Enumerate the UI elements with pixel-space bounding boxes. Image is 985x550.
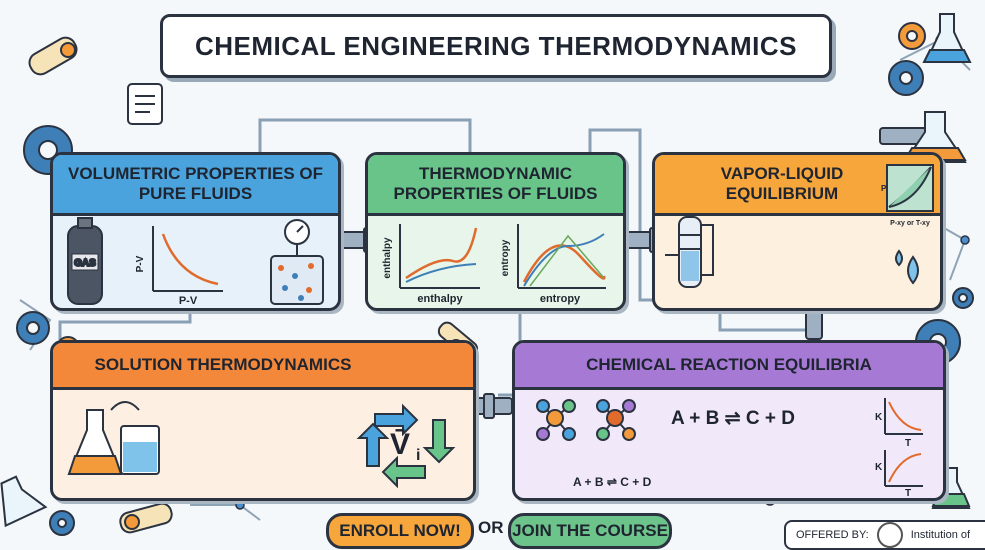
molecule-icon <box>536 399 636 441</box>
x-axis-label: entropy <box>540 293 581 305</box>
x-axis-label: T <box>905 438 911 449</box>
diploma-icon <box>119 502 173 534</box>
panel-title: CHEMICAL REACTION EQUILIBRIA <box>586 355 872 374</box>
entropy-chart <box>517 224 606 289</box>
y-axis-label: K <box>875 412 883 423</box>
pv-diagram <box>152 226 223 292</box>
x-axis-label: P-xy or T-xy <box>890 220 930 227</box>
x-axis-label: enthalpy <box>417 293 463 305</box>
panel-header: VOLUMETRIC PROPERTIES OF PURE FLUIDS <box>53 155 338 216</box>
diploma-icon <box>28 36 78 76</box>
partial-molar-volume-icon <box>356 403 456 489</box>
partial-molar-symbol: V̄ <box>390 428 410 461</box>
panel-header: SOLUTION THERMODYNAMICS <box>53 343 473 390</box>
reaction-equation-small: A + B ⇌ C + D <box>573 475 652 489</box>
x-axis-label: P-V <box>179 295 198 307</box>
join-course-button[interactable]: JOIN THE COURSE <box>508 513 672 549</box>
y-axis-label: enthalpy <box>382 237 393 279</box>
notes-icon <box>127 83 163 125</box>
institution-seal-icon <box>876 522 903 548</box>
x-axis-label: T <box>905 488 911 498</box>
panel-title: VOLUMETRIC PROPERTIES OF PURE FLUIDS <box>67 164 324 203</box>
title-banner: CHEMICAL ENGINEERING THERMODYNAMICS <box>160 14 832 78</box>
panel-illustration: A + B ⇌ C + D A + B ⇌ C + D K T K T <box>536 398 923 498</box>
page-title: CHEMICAL ENGINEERING THERMODYNAMICS <box>194 30 798 61</box>
distillation-column-icon <box>665 216 714 288</box>
pressure-vessel-icon <box>270 219 324 305</box>
panel-header: CHEMICAL REACTION EQUILIBRIA <box>515 343 943 390</box>
y-axis-label: P <box>881 184 887 193</box>
droplet-icon <box>895 249 919 285</box>
panel-title: THERMODYNAMIC PROPERTIES OF FLUIDS <box>393 164 598 203</box>
panel-illustration: P P-xy or T-xy <box>665 164 934 288</box>
panel-header: THERMODYNAMIC PROPERTIES OF FLUIDS <box>368 155 623 216</box>
beaker-icon <box>110 401 160 475</box>
y-axis-label: entropy <box>500 239 511 276</box>
panel-illustration: V̄ i <box>67 401 456 489</box>
flask-icon <box>67 409 123 475</box>
tank-label: GAS <box>74 258 96 269</box>
panel-vapor-liquid-equilibrium: VAPOR-LIQUID EQUILIBRIUM P P-xy or T-xy <box>652 152 943 311</box>
or-separator: OR <box>478 518 504 537</box>
panel-title: SOLUTION THERMODYNAMICS <box>94 355 352 374</box>
enthalpy-chart <box>399 224 480 289</box>
gas-cylinder-icon: GAS <box>67 217 103 305</box>
vle-diagram <box>886 164 934 212</box>
panel-solution-thermodynamics: SOLUTION THERMODYNAMICS V̄ i <box>50 340 476 501</box>
reaction-equation: A + B ⇌ C + D <box>671 408 795 429</box>
y-axis-label: K <box>875 462 883 473</box>
panel-thermodynamic-properties: THERMODYNAMIC PROPERTIES OF FLUIDS entha… <box>365 152 626 311</box>
offered-by-label: OFFERED BY: <box>796 529 869 541</box>
panel-title: VAPOR-LIQUID EQUILIBRIUM <box>720 164 844 203</box>
k-vs-t-chart <box>884 398 923 487</box>
panel-illustration: GAS P-V P-V <box>67 217 324 307</box>
panel-volumetric-properties: VOLUMETRIC PROPERTIES OF PURE FLUIDS GAS… <box>50 152 341 311</box>
panel-illustration: enthalpy enthalpy entropy entropy <box>382 224 606 305</box>
panel-chemical-reaction-equilibria: CHEMICAL REACTION EQUILIBRIA A + B ⇌ C +… <box>512 340 946 501</box>
offered-by-badge: OFFERED BY: Institution of <box>784 520 985 550</box>
y-axis-label: P-V <box>135 255 146 272</box>
partial-molar-subscript: i <box>416 447 420 464</box>
institution-name: Institution of <box>910 529 971 541</box>
enroll-now-button[interactable]: ENROLL NOW! <box>326 513 474 549</box>
